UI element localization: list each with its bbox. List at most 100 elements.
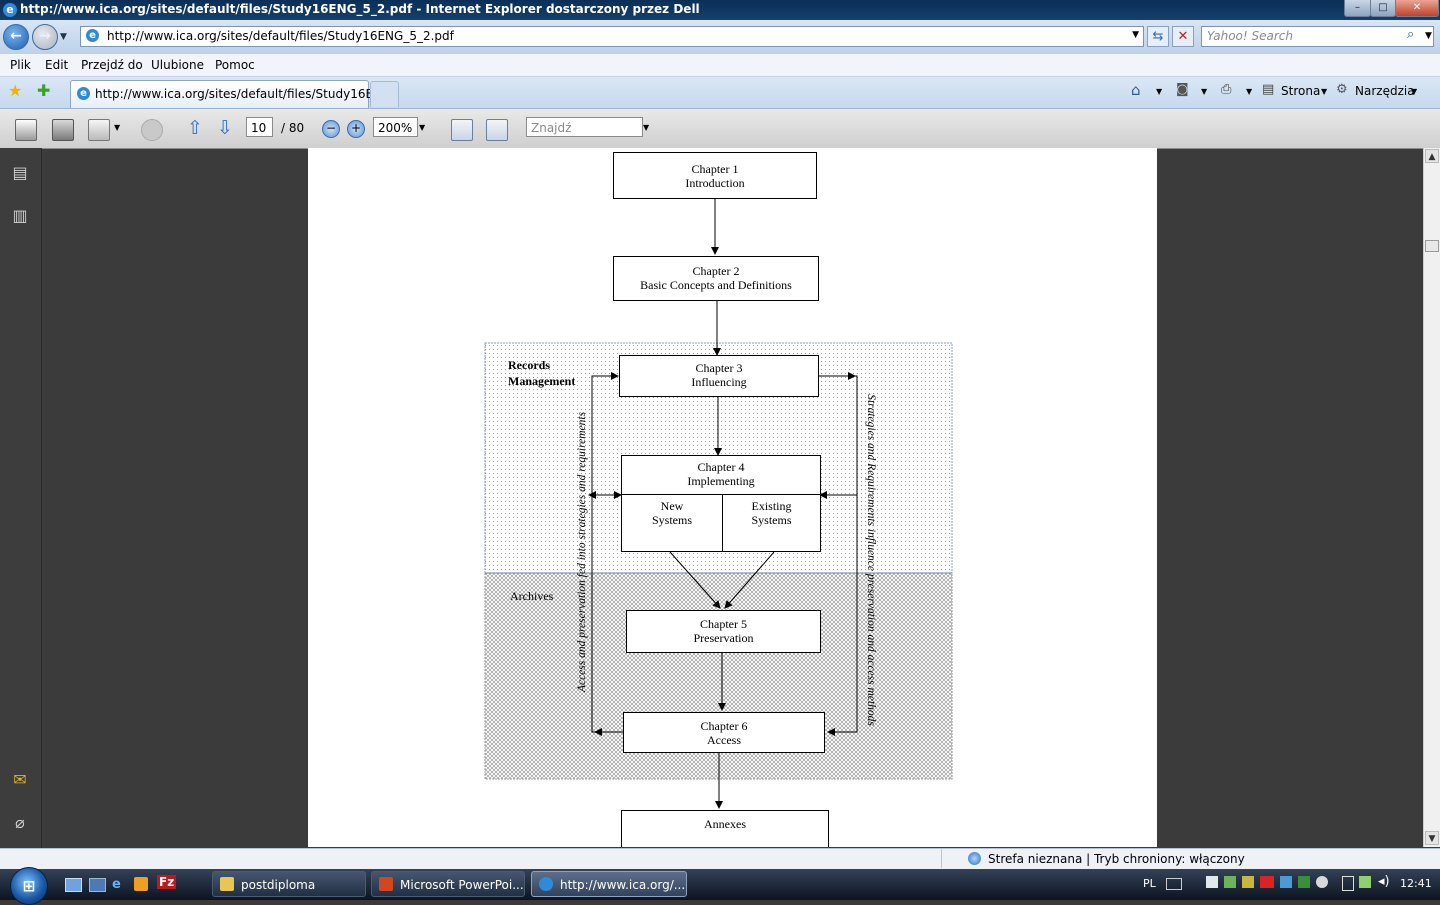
find-dropdown-icon[interactable]: ▼: [643, 123, 650, 132]
switch-windows-icon[interactable]: [89, 878, 106, 892]
menu-pomoc[interactable]: Pomoc: [215, 58, 255, 72]
tray-check-icon[interactable]: [1224, 876, 1236, 888]
zoom-in-icon[interactable]: +: [347, 120, 365, 138]
previous-page-icon[interactable]: ⇧: [187, 117, 203, 139]
menu-plik[interactable]: Plik: [10, 58, 31, 72]
menu-ulubione[interactable]: Ulubione: [151, 58, 205, 72]
page-menu-button[interactable]: Strona: [1281, 84, 1321, 98]
attachments-icon[interactable]: ⌀: [15, 813, 25, 832]
tab-pdf[interactable]: e http://www.ica.org/sites/default/files…: [70, 80, 393, 108]
add-favorite-icon[interactable]: ✚: [37, 81, 51, 100]
window-title: http://www.ica.org/sites/default/files/S…: [20, 2, 700, 16]
refresh-icon[interactable]: ⇆: [1147, 26, 1169, 47]
url-input[interactable]: e http://www.ica.org/sites/default/files…: [80, 26, 1144, 47]
chapter2-title: Basic Concepts and Definitions: [640, 278, 792, 292]
page-number-input[interactable]: 10: [246, 117, 273, 137]
scroll-thumb[interactable]: [1425, 240, 1439, 252]
feeds-icon[interactable]: ◙: [1176, 82, 1189, 97]
taskbar: ⊞ e Fz postdiploma Microsoft PowerPoi...…: [0, 867, 1440, 905]
tray-app-icon[interactable]: [1206, 876, 1218, 888]
zoom-out-icon[interactable]: −: [322, 120, 340, 138]
right-loop-line: [827, 375, 858, 736]
tray-usb-icon[interactable]: [1316, 876, 1328, 888]
tab-bar: ★ ✚ e http://www.ica.org/sites/default/f…: [0, 77, 1440, 109]
find-input[interactable]: Znajdź: [526, 117, 643, 137]
vertical-scrollbar[interactable]: ▲ ▼: [1423, 148, 1440, 847]
existing-systems-l1: Existing: [751, 499, 792, 513]
search-input[interactable]: Yahoo! Search ⌕: [1201, 26, 1434, 47]
tray-update-icon[interactable]: [1298, 876, 1310, 888]
security-zone-text[interactable]: Strefa nieznana | Tryb chroniony: włączo…: [988, 852, 1245, 866]
filezilla-icon[interactable]: Fz: [157, 875, 177, 889]
search-icon[interactable]: ⌕: [1407, 27, 1415, 42]
maximize-button[interactable]: □: [1370, 0, 1396, 17]
chapter6-box: Chapter 6 Access: [623, 712, 825, 753]
start-button[interactable]: ⊞: [10, 867, 48, 905]
chapter5-title: Preservation: [693, 631, 754, 645]
scroll-up-icon[interactable]: ▲: [1425, 149, 1439, 163]
title-bar: e http://www.ica.org/sites/default/files…: [0, 0, 1440, 20]
scroll-down-icon[interactable]: ▼: [1425, 831, 1439, 845]
ie-icon: [539, 877, 553, 891]
language-indicator[interactable]: PL: [1143, 877, 1156, 890]
zoom-dropdown-icon[interactable]: ▼: [419, 123, 426, 132]
network-icon[interactable]: [1359, 876, 1371, 888]
bookmarks-icon[interactable]: ▥: [12, 206, 28, 225]
home-icon[interactable]: ⌂: [1131, 81, 1141, 99]
page-menu-dropdown-icon[interactable]: ▼: [1321, 87, 1328, 96]
fit-page-icon[interactable]: [451, 119, 473, 141]
fit-width-icon[interactable]: [486, 119, 508, 141]
collaborate-icon[interactable]: [141, 119, 163, 141]
print-icon[interactable]: ⎙: [1221, 82, 1232, 97]
show-desktop-icon[interactable]: [65, 878, 82, 892]
share-dropdown-icon[interactable]: ▼: [114, 123, 121, 132]
chapter3-title: Influencing: [691, 375, 747, 389]
task-postdiploma[interactable]: postdiploma: [212, 871, 366, 897]
tools-dropdown-icon[interactable]: ▼: [1411, 87, 1418, 96]
chapter1-box: Chapter 1 Introduction: [613, 152, 817, 199]
task-internet-explorer[interactable]: http://www.ica.org/...: [531, 871, 687, 897]
media-player-icon[interactable]: [134, 877, 148, 891]
keyboard-icon[interactable]: [1166, 878, 1182, 890]
favorites-star-icon[interactable]: ★: [8, 81, 23, 100]
tab-label: http://www.ica.org/sites/default/files/S…: [95, 87, 394, 101]
forward-button[interactable]: →: [32, 24, 58, 50]
search-placeholder: Yahoo! Search: [1207, 29, 1293, 43]
close-button[interactable]: ✕: [1395, 0, 1439, 17]
home-dropdown-icon[interactable]: ▼: [1156, 87, 1163, 96]
back-button[interactable]: ←: [3, 24, 29, 50]
task-label: postdiploma: [241, 878, 316, 892]
menu-edit[interactable]: Edit: [45, 58, 69, 72]
arrow-new-systems-ch5: [669, 551, 721, 609]
battery-icon[interactable]: [1342, 876, 1354, 891]
ati-icon[interactable]: [1260, 876, 1274, 888]
tray-network-app-icon[interactable]: [1280, 876, 1292, 888]
volume-icon[interactable]: ◂): [1378, 874, 1390, 889]
pages-icon[interactable]: ▤: [12, 163, 28, 182]
print-pdf-icon[interactable]: [15, 119, 37, 141]
history-dropdown-icon[interactable]: ▼: [60, 32, 67, 42]
zoom-level-input[interactable]: 200%: [373, 117, 418, 137]
feeds-dropdown-icon[interactable]: ▼: [1201, 87, 1208, 96]
search-options-icon[interactable]: ▼: [1425, 31, 1432, 41]
tray-security-icon[interactable]: [1242, 876, 1254, 888]
comments-icon[interactable]: ✉: [13, 770, 27, 789]
print-dropdown-icon[interactable]: ▼: [1246, 87, 1253, 96]
chapter4-split: [722, 494, 723, 551]
stop-icon[interactable]: ✕: [1172, 26, 1194, 47]
ie-quicklaunch-icon[interactable]: e: [112, 877, 121, 892]
chapter4-number: Chapter 4: [697, 460, 745, 474]
share-icon[interactable]: [88, 119, 110, 141]
minimize-button[interactable]: –: [1344, 0, 1371, 17]
annexes-box: Annexes: [621, 810, 829, 847]
next-page-icon[interactable]: ⇩: [217, 117, 233, 139]
clock[interactable]: 12:41: [1400, 877, 1432, 890]
url-dropdown-icon[interactable]: ▼: [1132, 30, 1139, 40]
save-icon[interactable]: [52, 119, 74, 141]
tools-menu-button[interactable]: Narzędzia: [1355, 84, 1415, 98]
new-tab-button[interactable]: [370, 81, 399, 107]
url-text: http://www.ica.org/sites/default/files/S…: [107, 29, 454, 43]
chapter5-number: Chapter 5: [700, 617, 747, 631]
task-powerpoint[interactable]: Microsoft PowerPoi...: [371, 871, 525, 897]
menu-przejdz-do[interactable]: Przejdź do: [81, 58, 143, 72]
